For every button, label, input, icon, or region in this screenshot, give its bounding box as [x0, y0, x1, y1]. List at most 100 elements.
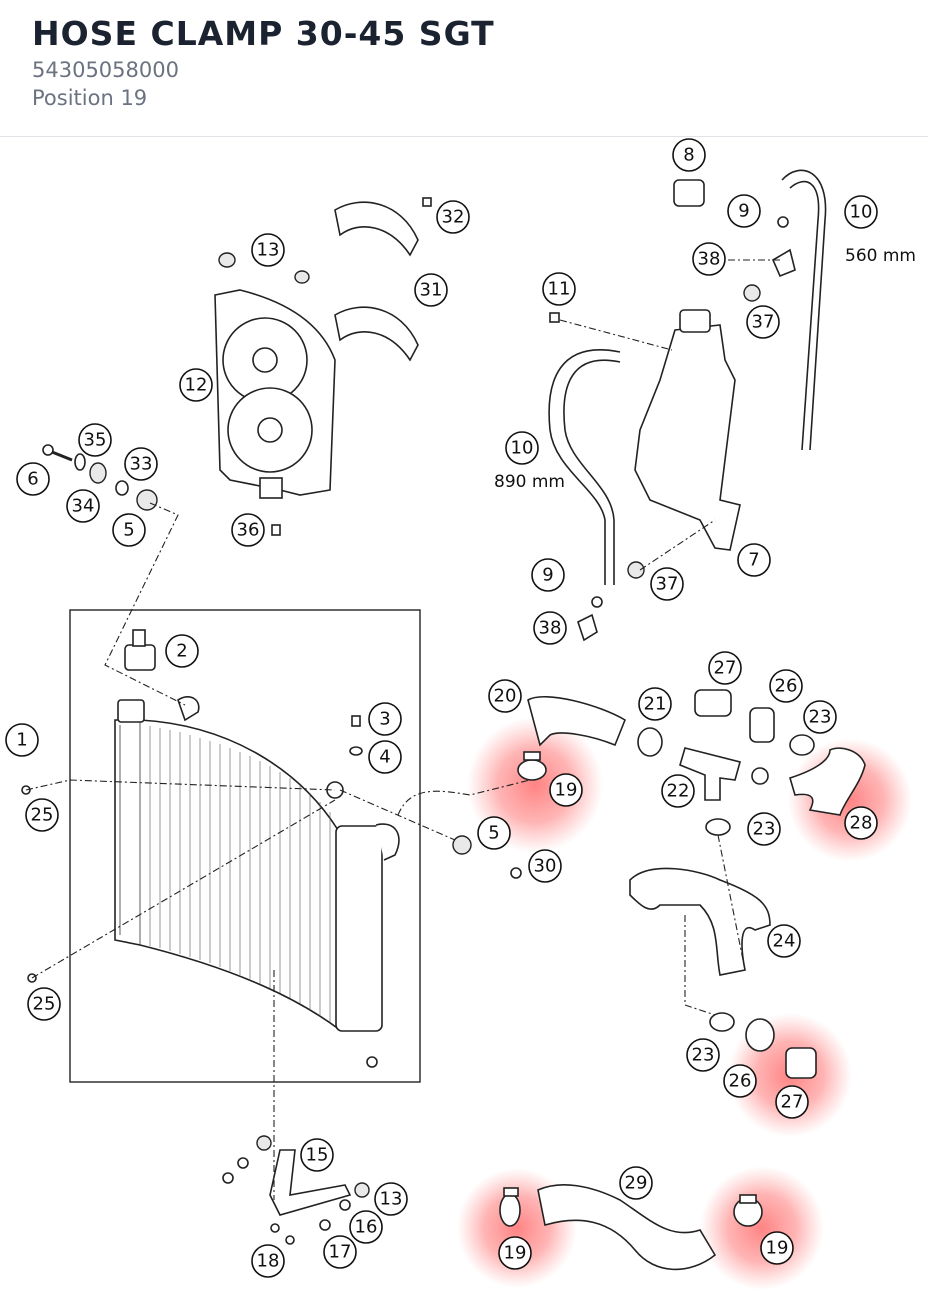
callout-37-bottom[interactable]: 37	[650, 567, 684, 601]
callout-29[interactable]: 29	[619, 1166, 653, 1200]
svg-text:15: 15	[306, 1145, 329, 1166]
exploded-parts-diagram: 560 mm 890 mm 1 2 3 4 5 5 6 7 8 9 9 10 1…	[5, 138, 916, 1290]
callout-25-bottom[interactable]: 25	[27, 987, 61, 1021]
svg-text:13: 13	[257, 240, 280, 261]
callout-5-right[interactable]: 5	[477, 816, 511, 850]
callout-38-top[interactable]: 38	[692, 242, 726, 276]
callout-5-top[interactable]: 5	[112, 513, 146, 547]
callout-18[interactable]: 18	[251, 1244, 285, 1278]
callout-19-lower-right[interactable]: 19	[760, 1231, 794, 1265]
svg-text:6: 6	[27, 469, 38, 490]
callout-37-top[interactable]: 37	[746, 305, 780, 339]
callout-33[interactable]: 33	[124, 447, 158, 481]
coolant-hose-28	[789, 747, 866, 816]
coolant-hose-29	[537, 1184, 717, 1271]
callout-27-top[interactable]: 27	[708, 651, 742, 685]
svg-text:36: 36	[237, 520, 260, 541]
hose-clamp-21	[637, 727, 663, 757]
fitting-26-lower	[745, 1018, 775, 1052]
callout-20[interactable]: 20	[488, 679, 522, 713]
svg-text:35: 35	[84, 430, 107, 451]
svg-text:27: 27	[781, 1092, 804, 1113]
svg-text:19: 19	[555, 780, 578, 801]
callout-3[interactable]: 3	[368, 702, 402, 736]
svg-text:37: 37	[656, 574, 679, 595]
radiator-assembly-frame	[69, 609, 421, 1083]
hose-clamps-23	[705, 734, 815, 1032]
callout-17[interactable]: 17	[323, 1235, 357, 1269]
coolant-hose-20	[527, 696, 626, 747]
callout-15[interactable]: 15	[300, 1138, 334, 1172]
callout-34[interactable]: 34	[66, 489, 100, 523]
callout-10-right[interactable]: 10	[844, 195, 878, 229]
svg-text:7: 7	[748, 550, 759, 571]
callout-23-top[interactable]: 23	[803, 700, 837, 734]
screw-36	[271, 524, 281, 536]
callout-19-lower-left[interactable]: 19	[498, 1236, 532, 1270]
fan-bracket-upper	[334, 197, 432, 362]
callout-13-bottom[interactable]: 13	[374, 1182, 408, 1216]
svg-text:34: 34	[72, 496, 95, 517]
callout-23-bottom[interactable]: 23	[686, 1038, 720, 1072]
callout-16[interactable]: 16	[349, 1210, 383, 1244]
callout-8[interactable]: 8	[672, 138, 706, 172]
callout-28[interactable]: 28	[844, 806, 878, 840]
callout-31[interactable]: 31	[414, 273, 448, 307]
svg-text:37: 37	[752, 312, 775, 333]
radiator	[114, 696, 400, 1032]
small-fasteners	[21, 216, 796, 1068]
svg-text:25: 25	[31, 805, 54, 826]
svg-text:33: 33	[130, 454, 153, 475]
callout-13-top[interactable]: 13	[251, 233, 285, 267]
svg-text:31: 31	[420, 280, 443, 301]
leader-lines	[25, 259, 780, 1200]
svg-text:20: 20	[494, 686, 517, 707]
svg-text:9: 9	[542, 565, 553, 586]
callout-10-left[interactable]: 10	[505, 431, 539, 465]
svg-text:13: 13	[380, 1189, 403, 1210]
dimension-hose-560: 560 mm	[845, 246, 916, 266]
svg-text:23: 23	[753, 819, 776, 840]
svg-text:22: 22	[667, 781, 690, 802]
callout-27-bottom[interactable]: 27	[775, 1085, 809, 1119]
callout-22[interactable]: 22	[661, 774, 695, 808]
callout-35[interactable]: 35	[78, 423, 112, 457]
svg-text:32: 32	[442, 207, 465, 228]
callout-1[interactable]: 1	[5, 723, 39, 757]
callout-19-upper[interactable]: 19	[549, 773, 583, 807]
callout-24[interactable]: 24	[767, 924, 801, 958]
highlight-clamp-19-lower-right	[700, 1166, 824, 1290]
callout-26-top[interactable]: 26	[769, 669, 803, 703]
hose-clamp-19-upper	[517, 751, 547, 781]
callout-2[interactable]: 2	[165, 634, 199, 668]
callout-23-middle[interactable]: 23	[747, 812, 781, 846]
fitting-26-upper	[749, 707, 775, 743]
svg-text:25: 25	[33, 994, 56, 1015]
svg-text:26: 26	[775, 676, 798, 697]
svg-text:5: 5	[123, 520, 134, 541]
callout-7[interactable]: 7	[737, 543, 771, 577]
callout-21[interactable]: 21	[638, 687, 672, 721]
callout-11[interactable]: 11	[542, 272, 576, 306]
callout-9-top[interactable]: 9	[727, 194, 761, 228]
callout-4[interactable]: 4	[368, 740, 402, 774]
hose-clamp-19-lower-left	[499, 1187, 521, 1227]
callout-30[interactable]: 30	[528, 849, 562, 883]
overflow-hose-890	[548, 349, 621, 585]
callout-12[interactable]: 12	[179, 368, 213, 402]
callout-6[interactable]: 6	[16, 462, 50, 496]
fitting-27-upper	[694, 689, 732, 717]
svg-text:23: 23	[692, 1045, 715, 1066]
callout-32[interactable]: 32	[436, 200, 470, 234]
page-title: HOSE CLAMP 30-45 SGT	[32, 14, 495, 53]
svg-text:28: 28	[850, 813, 873, 834]
svg-text:16: 16	[355, 1217, 378, 1238]
svg-text:9: 9	[738, 201, 749, 222]
callout-36[interactable]: 36	[231, 513, 265, 547]
svg-text:38: 38	[539, 618, 562, 639]
callout-25-top[interactable]: 25	[25, 798, 59, 832]
coolant-hose-24	[629, 867, 771, 976]
callout-38-bottom[interactable]: 38	[533, 611, 567, 645]
callout-26-bottom[interactable]: 26	[723, 1064, 757, 1098]
callout-9-bottom[interactable]: 9	[531, 558, 565, 592]
